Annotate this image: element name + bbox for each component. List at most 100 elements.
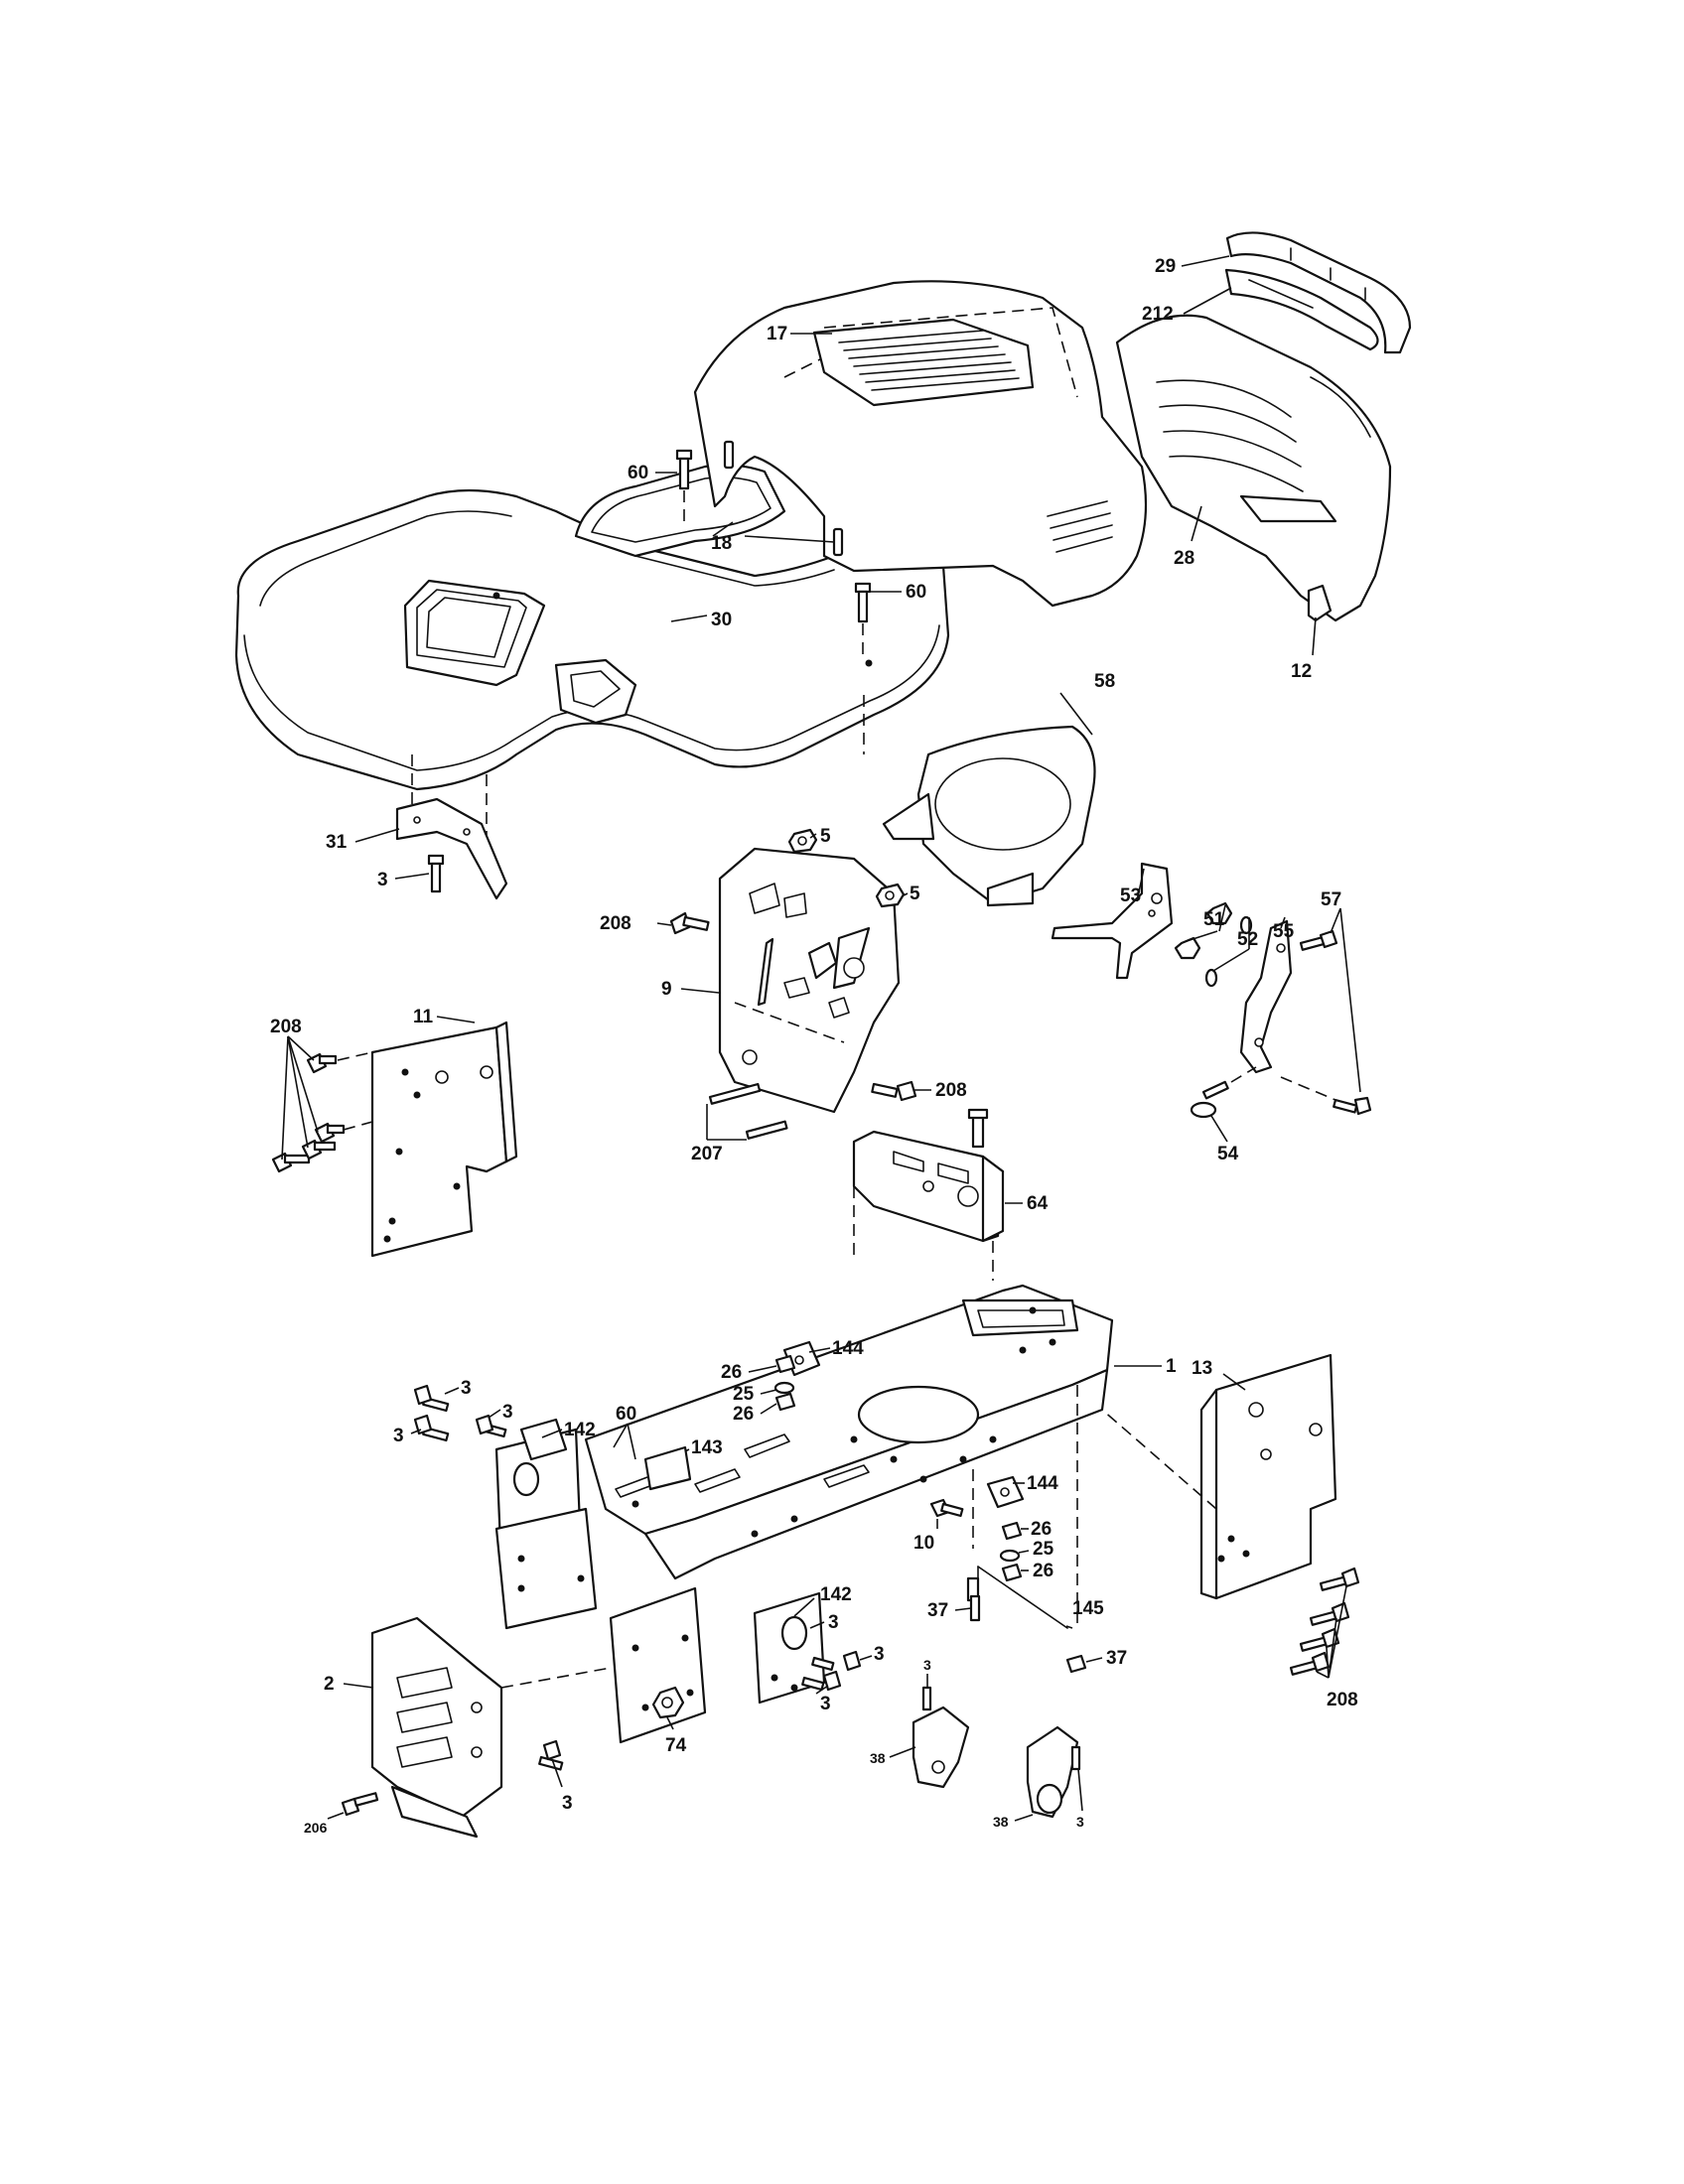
svg-text:57: 57 [1321, 889, 1341, 910]
fender-part-30 [234, 488, 950, 791]
svg-text:51: 51 [1203, 909, 1225, 930]
callout-74: 74 [665, 1716, 687, 1756]
callout-29: 29 [1155, 255, 1230, 277]
hood-vent [812, 318, 1035, 407]
bracket-part-53 [1051, 862, 1174, 980]
nut-part-51 [1174, 901, 1233, 960]
callout-144-a: 144 [808, 1338, 864, 1359]
svg-text:37: 37 [1106, 1648, 1127, 1669]
svg-text:29: 29 [1155, 256, 1176, 277]
svg-text:208: 208 [600, 913, 632, 934]
svg-text:25: 25 [1033, 1539, 1054, 1560]
svg-text:18: 18 [711, 533, 732, 554]
callout-3-e: 3 [809, 1612, 839, 1633]
svg-text:208: 208 [935, 1080, 967, 1101]
nut-part-74 [651, 1686, 685, 1719]
callout-17: 17 [767, 324, 832, 344]
callout-142-b: 142 [793, 1584, 852, 1617]
svg-text:37: 37 [927, 1600, 948, 1621]
callout-38-b: 38 [993, 1814, 1034, 1830]
callout-52: 52 [1212, 917, 1258, 972]
callout-60-b: 60 [870, 582, 926, 603]
callout-3-i: 3 [923, 1657, 931, 1688]
svg-text:31: 31 [326, 832, 348, 853]
svg-text:2: 2 [324, 1674, 335, 1695]
svg-text:145: 145 [1072, 1598, 1104, 1619]
screw-part-206 [341, 1792, 379, 1817]
svg-text:3: 3 [393, 1426, 404, 1446]
svg-text:3: 3 [461, 1378, 472, 1399]
callout-11: 11 [413, 1007, 476, 1027]
callout-143: 143 [684, 1437, 723, 1458]
callout-3-g: 3 [815, 1685, 831, 1714]
svg-text:64: 64 [1027, 1193, 1049, 1214]
callout-142-a: 142 [541, 1420, 596, 1440]
svg-text:208: 208 [1327, 1690, 1358, 1710]
svg-text:1: 1 [1166, 1356, 1177, 1377]
callout-3-d: 3 [393, 1426, 422, 1446]
screws-part-208-left [271, 1051, 373, 1173]
svg-text:9: 9 [661, 979, 672, 1000]
frame-mid-plate [609, 1586, 707, 1744]
callout-3-j: 3 [1076, 1768, 1084, 1830]
bolt-part-57 [1280, 929, 1372, 1116]
callout-144-b: 144 [1013, 1473, 1058, 1494]
bolt-part-54 [1190, 1066, 1257, 1119]
latch-part-12 [1307, 584, 1333, 622]
hood-side-vent [1047, 500, 1113, 553]
svg-text:25: 25 [733, 1384, 755, 1405]
hood-part-17 [693, 280, 1148, 608]
svg-text:28: 28 [1174, 548, 1194, 569]
panel-part-58 [882, 725, 1096, 907]
frame-left-plate [494, 1507, 598, 1630]
bracket-part-55 [1239, 919, 1293, 1074]
callout-5-a: 5 [809, 826, 831, 847]
svg-text:5: 5 [820, 826, 831, 847]
dash-panel-part-9 [718, 847, 901, 1114]
callout-38-a: 38 [870, 1746, 916, 1766]
svg-text:3: 3 [828, 1612, 839, 1633]
callout-51: 51 [1186, 904, 1226, 942]
svg-text:54: 54 [1217, 1144, 1239, 1164]
nut-part-26 [774, 1354, 1023, 1582]
screw-part-208-b [871, 1080, 917, 1102]
svg-text:11: 11 [413, 1007, 434, 1027]
callout-30: 30 [670, 610, 732, 630]
callout-37-a: 37 [927, 1600, 972, 1621]
svg-text:3: 3 [874, 1644, 885, 1665]
callout-58: 58 [1059, 671, 1115, 736]
callout-5-b: 5 [903, 884, 920, 904]
svg-text:12: 12 [1291, 661, 1312, 682]
callout-208-d: 208 [1316, 1585, 1358, 1710]
svg-text:10: 10 [913, 1533, 934, 1554]
svg-text:142: 142 [564, 1420, 596, 1440]
bracket-part-31 [395, 797, 508, 900]
svg-text:3: 3 [377, 870, 388, 890]
callout-55: 55 [1273, 916, 1295, 942]
bolts-part-3-frame [413, 1384, 862, 1771]
bolt-part-60-b [854, 582, 872, 655]
callout-25-b: 25 [1018, 1539, 1054, 1560]
callout-208-a: 208 [600, 913, 672, 934]
svg-text:53: 53 [1120, 886, 1141, 906]
bolt-part-37 [969, 1594, 1087, 1674]
svg-text:60: 60 [616, 1404, 636, 1425]
callout-25-a: 25 [733, 1384, 777, 1405]
callout-3-a: 3 [377, 870, 430, 890]
callout-26-c: 26 [1021, 1519, 1052, 1540]
svg-text:207: 207 [691, 1144, 723, 1164]
bracket-part-38-left [912, 1706, 970, 1789]
svg-text:30: 30 [711, 610, 732, 630]
screws-part-208-right [1289, 1567, 1360, 1676]
svg-text:3: 3 [820, 1694, 831, 1714]
bumper-part-29 [1225, 231, 1412, 354]
svg-text:144: 144 [832, 1338, 864, 1359]
callout-208-c: 208 [270, 1017, 319, 1160]
callout-64: 64 [1005, 1193, 1049, 1214]
callout-3-h: 3 [551, 1758, 573, 1814]
svg-text:3: 3 [502, 1402, 513, 1423]
bracket-part-38-right [1026, 1725, 1079, 1819]
panel-part-11 [370, 1021, 518, 1258]
callout-212: 212 [1142, 287, 1232, 325]
callout-12: 12 [1291, 616, 1317, 682]
